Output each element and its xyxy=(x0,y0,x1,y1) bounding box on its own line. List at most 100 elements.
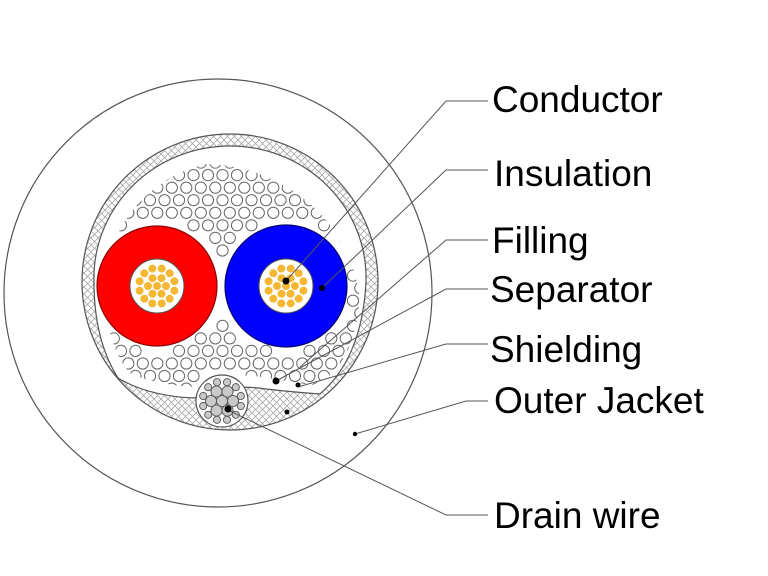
filling-strand xyxy=(267,181,280,194)
filling-strand xyxy=(354,307,360,320)
filling-strand xyxy=(194,332,207,345)
filling-strand xyxy=(238,181,251,194)
drain-strand xyxy=(236,401,245,411)
filling-strand xyxy=(194,206,207,219)
filling-strand xyxy=(172,194,186,207)
drain-strand xyxy=(204,383,213,392)
filling-strand xyxy=(238,357,251,370)
filling-strand xyxy=(288,194,302,207)
conductor-left-strands xyxy=(134,263,180,309)
conductor-strand xyxy=(268,293,279,304)
filling-strand xyxy=(274,194,287,207)
label-drain-wire: Drain wire xyxy=(494,495,661,536)
drain-wire-strands xyxy=(199,378,245,424)
drain-strand xyxy=(212,415,222,424)
drain-strand xyxy=(204,410,213,419)
drain-strand xyxy=(231,383,240,392)
dot-shielding xyxy=(284,409,290,415)
filling-strand xyxy=(267,357,280,370)
conductor-strand xyxy=(139,268,150,279)
leader-separator xyxy=(275,288,488,382)
filling-strand xyxy=(332,344,345,357)
filling-strand xyxy=(216,344,229,357)
conductor-strand xyxy=(285,298,296,309)
filling-strand xyxy=(230,219,244,232)
dot-separator xyxy=(295,382,301,388)
conductor-strand xyxy=(164,293,175,304)
filling-strand xyxy=(296,357,309,370)
conductor-strand xyxy=(285,288,296,299)
core-right xyxy=(224,224,348,348)
filling-strand xyxy=(201,344,215,357)
drain-strand xyxy=(222,415,232,424)
leader-drain-wire xyxy=(227,409,488,516)
drain-strand xyxy=(199,391,208,401)
conductor-strand xyxy=(161,281,171,291)
filling-strand xyxy=(252,181,265,194)
filling-strand xyxy=(325,357,338,370)
filling-strand xyxy=(165,357,178,370)
conductor-strand xyxy=(276,263,287,274)
dot-drain-wire xyxy=(224,405,232,413)
conductor-strand xyxy=(290,281,300,291)
filling-strand xyxy=(194,181,207,194)
conductor-strand xyxy=(285,263,296,274)
conductor-strand xyxy=(134,285,145,296)
core-left xyxy=(96,225,218,347)
filling-strand xyxy=(238,206,251,219)
filling-strand xyxy=(209,332,222,345)
filling-strand xyxy=(310,357,323,370)
leader-outer-jacket xyxy=(354,400,488,435)
filling-strand xyxy=(346,294,360,307)
filling-strand xyxy=(267,206,280,219)
drain-strand xyxy=(236,391,245,401)
conductor-strand xyxy=(263,285,274,296)
drain-strand xyxy=(199,401,208,411)
filling-strand xyxy=(201,169,215,182)
filling-strand xyxy=(209,231,222,244)
filling-strand xyxy=(209,164,222,169)
conductor-strand xyxy=(169,276,180,287)
filling-strand xyxy=(172,369,186,383)
filling-strand xyxy=(187,369,200,383)
filling-strand xyxy=(281,357,294,370)
label-filling: Filling xyxy=(492,220,589,261)
filling-strand xyxy=(223,357,236,370)
filling-strand xyxy=(354,282,360,295)
filling-strand xyxy=(245,344,258,357)
conductor-strand xyxy=(152,281,162,291)
filling-strand xyxy=(209,357,222,370)
filling-strand xyxy=(143,194,157,207)
filling-strand xyxy=(252,357,265,370)
conductor-strand xyxy=(156,273,167,284)
conductor-strand xyxy=(156,263,167,274)
leader-conductor xyxy=(285,100,488,282)
label-insulation: Insulation xyxy=(494,153,652,194)
filling-strand xyxy=(230,344,244,357)
label-outer-jacket: Outer Jacket xyxy=(494,380,704,421)
filling-strand xyxy=(303,369,316,383)
label-conductor: Conductor xyxy=(492,79,663,120)
filling-strand xyxy=(187,169,200,182)
filling-strand xyxy=(165,206,178,219)
filling-strand xyxy=(223,332,236,345)
drain-strand xyxy=(221,385,234,398)
filling-strand xyxy=(180,382,193,387)
filling-strand xyxy=(288,369,302,383)
conductor-strand xyxy=(147,298,158,309)
conductor-strand xyxy=(147,288,158,299)
drain-strand xyxy=(226,394,240,408)
filling-strand xyxy=(223,181,236,194)
conductor-strand xyxy=(298,285,309,296)
filling-strand xyxy=(317,219,331,232)
filling-strand xyxy=(136,357,149,370)
conductor-strand xyxy=(143,281,153,291)
label-separator: Separator xyxy=(490,269,653,310)
conductor-right-strands xyxy=(263,263,309,309)
conductor-strand xyxy=(276,298,287,309)
filling-strand xyxy=(230,169,244,182)
filling-strand xyxy=(201,194,215,207)
filling-strand xyxy=(252,206,265,219)
conductor-strand xyxy=(272,281,282,291)
